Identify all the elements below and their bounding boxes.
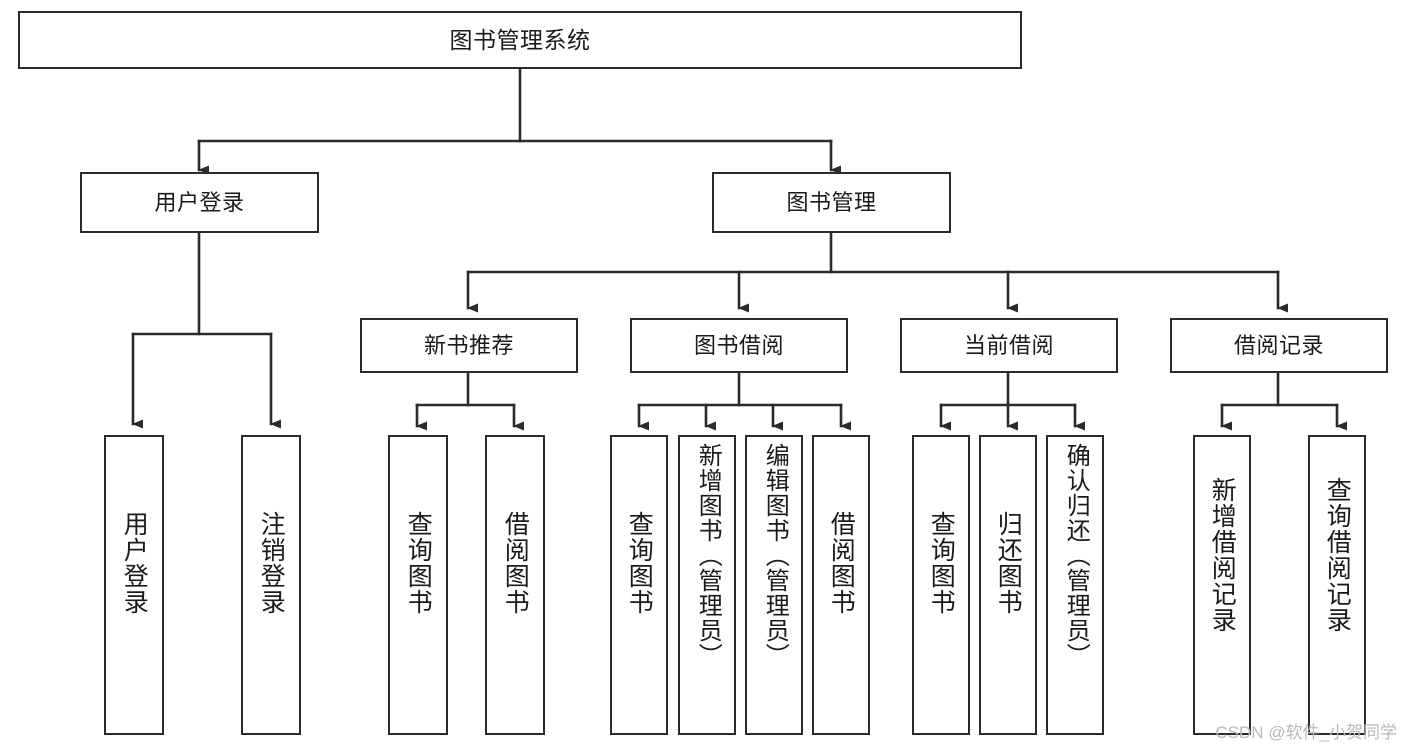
csdn-watermark: CSDN @软件_小贺同学 (1215, 723, 1397, 742)
leaf-edit-book-admin[interactable]: 编辑图书（管理员） (745, 435, 803, 735)
leaf-confirm-return-admin[interactable]: 确认归还（管理员） (1046, 435, 1104, 735)
node-user-login-label: 用户登录 (154, 189, 245, 215)
leaf-edit-book-admin-label: 编辑图书（管理员） (761, 443, 789, 668)
leaf-borrow-book-recommend-label: 借阅图书 (501, 511, 530, 615)
leaf-add-book-admin[interactable]: 新增图书（管理员） (678, 435, 736, 735)
leaf-query-book-recommend[interactable]: 查询图书 (388, 435, 448, 735)
node-user-login[interactable]: 用户登录 (80, 172, 319, 233)
leaf-borrow-book-borrow-label: 借阅图书 (827, 511, 856, 615)
node-borrow-record-label: 借阅记录 (1233, 332, 1324, 358)
leaf-query-book-recommend-label: 查询图书 (404, 511, 433, 615)
node-root-book-management-system[interactable]: 图书管理系统 (18, 11, 1022, 69)
node-book-management-label: 图书管理 (786, 189, 877, 215)
leaf-add-borrow-record-label: 新增借阅记录 (1208, 477, 1237, 633)
leaf-query-book-current-label: 查询图书 (927, 511, 956, 615)
leaf-add-book-admin-label: 新增图书（管理员） (694, 443, 722, 668)
leaf-query-book-borrow-label: 查询图书 (625, 511, 654, 615)
node-book-borrow-label: 图书借阅 (693, 332, 784, 358)
leaf-user-login-label: 用户登录 (120, 511, 149, 615)
node-book-management[interactable]: 图书管理 (712, 172, 951, 233)
leaf-return-book-label: 归还图书 (994, 511, 1023, 615)
node-borrow-record[interactable]: 借阅记录 (1170, 318, 1388, 373)
leaf-borrow-book-recommend[interactable]: 借阅图书 (485, 435, 545, 735)
node-new-book-recommend[interactable]: 新书推荐 (360, 318, 578, 373)
leaf-query-book-current[interactable]: 查询图书 (912, 435, 970, 735)
leaf-logout-login-label: 注销登录 (257, 511, 286, 615)
leaf-borrow-book-borrow[interactable]: 借阅图书 (812, 435, 870, 735)
leaf-return-book[interactable]: 归还图书 (979, 435, 1037, 735)
leaf-logout-login[interactable]: 注销登录 (241, 435, 301, 735)
node-current-borrow[interactable]: 当前借阅 (900, 318, 1118, 373)
leaf-query-book-borrow[interactable]: 查询图书 (610, 435, 668, 735)
node-book-borrow[interactable]: 图书借阅 (630, 318, 848, 373)
leaf-add-borrow-record[interactable]: 新增借阅记录 (1193, 435, 1251, 735)
node-root-label: 图书管理系统 (449, 26, 591, 53)
leaf-confirm-return-admin-label: 确认归还（管理员） (1062, 443, 1090, 668)
leaf-query-borrow-record-label: 查询借阅记录 (1323, 477, 1352, 633)
leaf-query-borrow-record[interactable]: 查询借阅记录 (1308, 435, 1366, 735)
node-current-borrow-label: 当前借阅 (963, 332, 1054, 358)
leaf-user-login[interactable]: 用户登录 (104, 435, 164, 735)
node-new-book-recommend-label: 新书推荐 (423, 332, 514, 358)
